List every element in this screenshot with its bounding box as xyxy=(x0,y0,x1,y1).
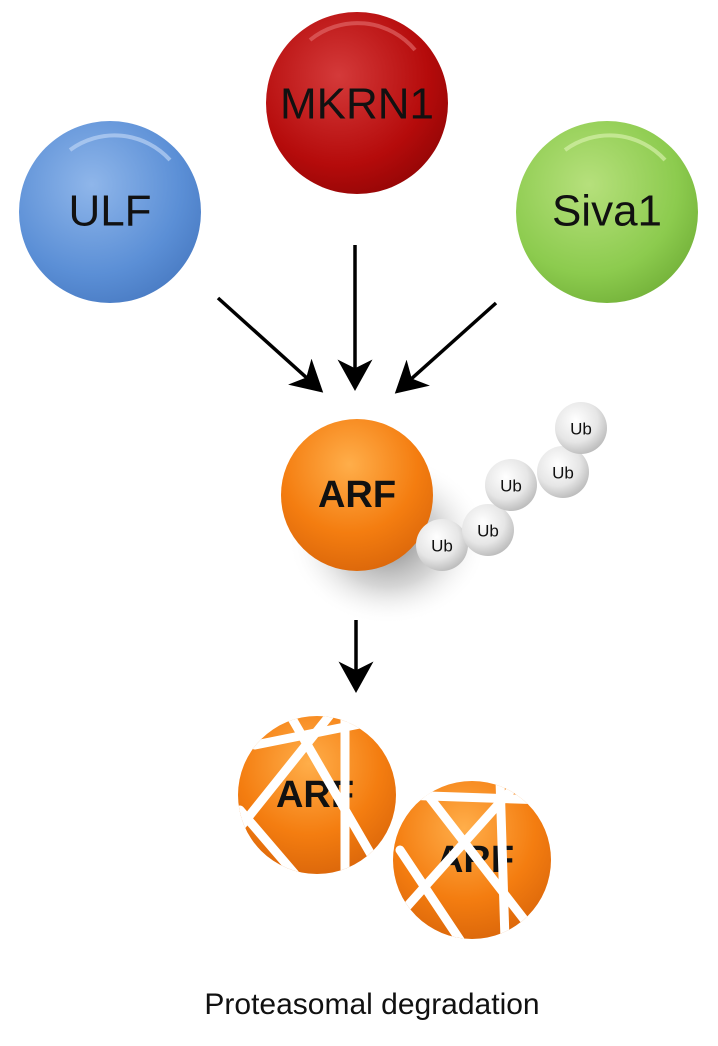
svg-text:Ub: Ub xyxy=(570,419,592,438)
arf-label: ARF xyxy=(318,474,396,516)
siva1-label: Siva1 xyxy=(552,187,662,236)
ub-bead: Ub xyxy=(555,402,607,454)
degraded-arf-1: ARF xyxy=(238,716,396,874)
svg-text:Ub: Ub xyxy=(552,463,574,482)
ub-bead: Ub xyxy=(416,519,468,571)
ulf-arrow xyxy=(216,296,324,393)
arf-node: ARF xyxy=(281,419,433,571)
svg-text:Ub: Ub xyxy=(500,476,522,495)
svg-text:Ub: Ub xyxy=(431,536,453,555)
ulf-label: ULF xyxy=(68,187,151,236)
ub-bead: Ub xyxy=(462,504,514,556)
ub-bead: Ub xyxy=(485,459,537,511)
siva1-node: Siva1 xyxy=(516,121,698,303)
ulf-node: ULF xyxy=(19,121,201,303)
mkrn1-node: MKRN1 xyxy=(266,12,448,194)
siva1-arrow xyxy=(394,301,498,394)
caption: Proteasomal degradation xyxy=(204,988,539,1021)
degraded-arf-2: ARF xyxy=(393,781,551,939)
ub-bead: Ub xyxy=(537,446,589,498)
ubiquitin-chain: Ub Ub Ub Ub Ub xyxy=(416,402,607,571)
mkrn1-label: MKRN1 xyxy=(280,80,434,129)
svg-text:Ub: Ub xyxy=(477,521,499,540)
